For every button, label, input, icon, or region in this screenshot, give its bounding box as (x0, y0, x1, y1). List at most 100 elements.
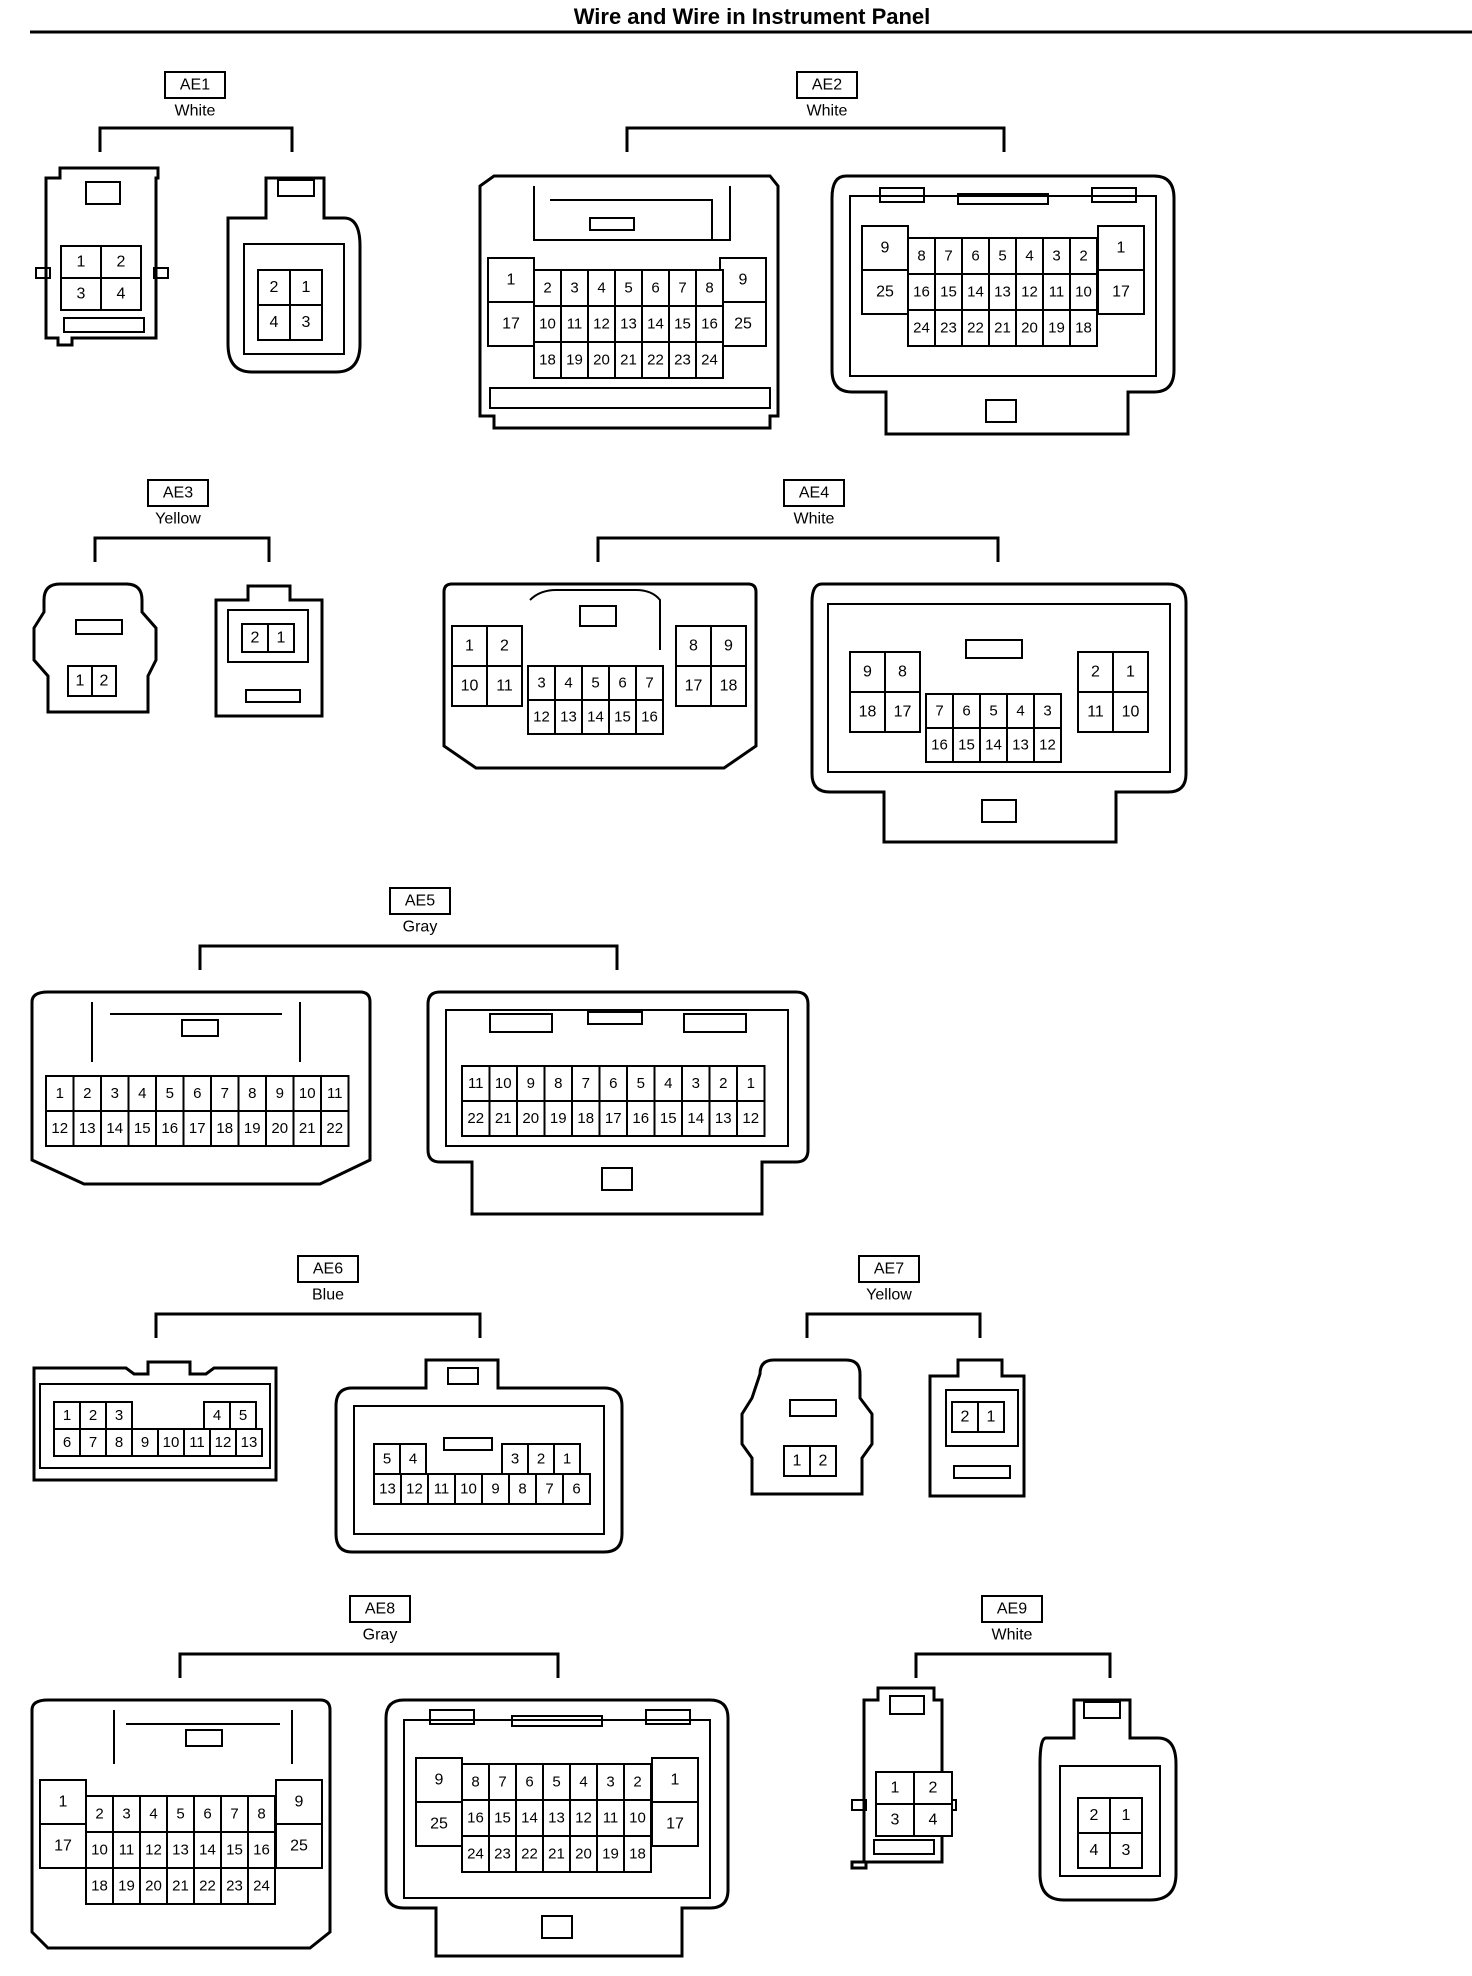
connector-body (478, 174, 780, 430)
pin-cell (72, 1075, 102, 1112)
pin-number: 22 (199, 1878, 216, 1895)
pin-cell (486, 625, 523, 667)
pin-cell (695, 341, 724, 379)
pin-cell (562, 1473, 591, 1505)
pin-number: 12 (215, 1434, 232, 1451)
pin-cell (809, 1445, 837, 1477)
pin-number: 5 (989, 703, 997, 720)
pin-number: 12 (145, 1842, 162, 1859)
pin-number: 7 (582, 1075, 590, 1092)
pin-cell (861, 225, 909, 271)
pin-number: 8 (898, 664, 907, 681)
connector-color-label: Gray (403, 919, 438, 936)
pin-number: 4 (1016, 703, 1024, 720)
latch-slot (443, 1437, 493, 1451)
pin-cell (461, 1763, 490, 1801)
pin-number: 1 (77, 254, 86, 271)
pin-number: 11 (189, 1434, 205, 1451)
connector-color-label: Yellow (155, 511, 201, 528)
release-tab (601, 1167, 633, 1191)
pin-number: 10 (1122, 704, 1140, 721)
pin-number: 20 (1021, 320, 1038, 337)
pin-number: 17 (189, 1120, 206, 1137)
pin-cell (1112, 651, 1149, 693)
pin-number: 11 (119, 1842, 135, 1859)
pin-number: 3 (511, 1451, 519, 1468)
pin-number: 6 (618, 675, 626, 692)
connector-body (30, 990, 372, 1186)
slot (953, 1465, 1011, 1479)
pin-number: 15 (226, 1842, 243, 1859)
pin-number: 25 (734, 316, 752, 333)
pin-number: 9 (863, 664, 872, 681)
pin-number: 14 (199, 1842, 216, 1859)
pin-number: 4 (409, 1451, 417, 1468)
pin-number: 2 (929, 1780, 938, 1797)
pin-number: 7 (944, 248, 952, 265)
pin-number: 9 (276, 1085, 284, 1102)
pin-number: 15 (958, 737, 975, 754)
pin-number: 5 (591, 675, 599, 692)
pin-number: 11 (567, 316, 583, 333)
pin-number: 3 (692, 1075, 700, 1092)
pin-number: 18 (720, 678, 738, 695)
pin-number: 24 (467, 1846, 484, 1863)
inner-frame (227, 609, 309, 663)
pin-number: 2 (1079, 248, 1087, 265)
pin-number: 13 (79, 1120, 96, 1137)
pin-number: 8 (554, 1075, 562, 1092)
pin-cell (1112, 691, 1149, 733)
pin-number: 12 (406, 1481, 423, 1498)
pin-cell (1069, 309, 1098, 347)
connector-body (1038, 1698, 1178, 1902)
pin-cell (977, 1401, 1005, 1433)
pin-number: 20 (522, 1110, 539, 1127)
pin-number: 13 (548, 1810, 565, 1827)
pin-number: 20 (271, 1120, 288, 1137)
pin-cell (861, 269, 909, 315)
pin-cell (155, 1075, 185, 1112)
pin-number: 5 (624, 280, 632, 297)
pin-number: 18 (629, 1846, 646, 1863)
pin-number: 14 (985, 737, 1002, 754)
pin-number: 1 (76, 673, 85, 690)
pin-number: 3 (1052, 248, 1060, 265)
latch (889, 1695, 925, 1715)
pin-number: 18 (216, 1120, 233, 1137)
bracket (805, 1312, 982, 1338)
pin-number: 17 (685, 678, 703, 695)
pin-number: 15 (614, 709, 631, 726)
pin-number: 5 (176, 1806, 184, 1823)
pin-number: 12 (742, 1110, 759, 1127)
pin-cell (907, 273, 936, 311)
pin-number: 4 (213, 1407, 221, 1424)
pin-cell (1097, 269, 1145, 315)
connector-tags: AE1WhiteAE2WhiteAE3YellowAE4WhiteAE5Gray… (93, 71, 1112, 1678)
clip (153, 267, 169, 279)
pin-number: 2 (1090, 1807, 1099, 1824)
connector-id-box (349, 1595, 411, 1623)
pin-number: 15 (940, 284, 957, 301)
pin-number: 3 (77, 286, 86, 303)
pin-number: 7 (498, 1774, 506, 1791)
pin-number: 2 (633, 1774, 641, 1791)
pin-number: 1 (671, 1772, 680, 1789)
pin-cell (1015, 237, 1044, 275)
pin-cell (719, 257, 767, 303)
pin-number: 7 (221, 1085, 229, 1102)
pin-number: 16 (641, 709, 658, 726)
connector-body (850, 1686, 944, 1870)
connector-body (30, 1698, 332, 1950)
pin-cell (292, 1110, 322, 1147)
pin-cell (220, 1795, 249, 1833)
pin-number: 23 (226, 1878, 243, 1895)
pin-number: 15 (660, 1110, 677, 1127)
pin-number: 4 (270, 314, 279, 331)
slot (245, 689, 301, 703)
clip (35, 267, 51, 279)
pin-number: 12 (51, 1120, 68, 1137)
pin-number: 3 (302, 314, 311, 331)
pin-cell (515, 1835, 544, 1873)
pin-number: 13 (994, 284, 1011, 301)
pin-cell (543, 1100, 573, 1137)
